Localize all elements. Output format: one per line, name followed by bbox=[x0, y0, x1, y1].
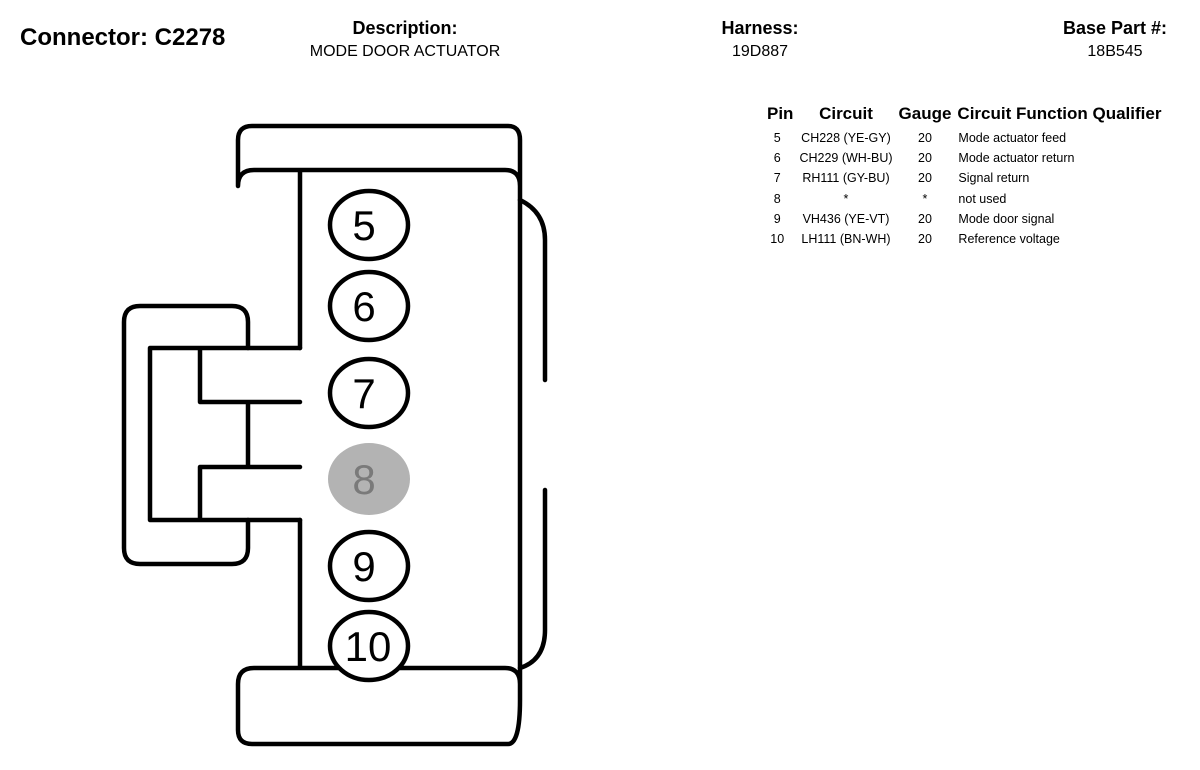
cell-gauge: 20 bbox=[918, 171, 932, 186]
cell-gauge: 20 bbox=[918, 211, 932, 226]
cell-gauge: 20 bbox=[918, 232, 932, 247]
cell-function: Mode door signal bbox=[958, 211, 1055, 226]
pin-cavity-5: 5 bbox=[327, 188, 411, 262]
cell-circuit: CH228 (YE-GY) bbox=[801, 131, 891, 145]
pin-table: Pin Circuit Gauge Circuit Function Quali… bbox=[764, 104, 1164, 249]
latch-outer bbox=[121, 303, 251, 567]
pin-label-5: 5 bbox=[352, 202, 375, 249]
connector-housing bbox=[121, 123, 548, 747]
cell-function: Signal return bbox=[958, 171, 1030, 186]
pin-cavity-outline bbox=[327, 529, 411, 603]
cell-circuit: LH111 (BN-WH) bbox=[801, 232, 891, 247]
pin-label-8: 8 bbox=[352, 456, 375, 503]
cell-pin: 8 bbox=[773, 191, 781, 206]
pin-cavity-8-unused: 8 bbox=[328, 443, 410, 515]
pin-label-10: 10 bbox=[345, 623, 392, 670]
cell-circuit: VH436 (YE-VT) bbox=[802, 211, 890, 226]
table-row: 10 LH111 (BN-WH) 20 Reference voltage bbox=[764, 229, 1164, 249]
col-header-circuit: Circuit bbox=[819, 104, 873, 123]
cell-circuit: CH229 (WH-BU) bbox=[799, 151, 893, 166]
cell-pin: 10 bbox=[770, 232, 785, 247]
cell-function: Mode actuator feed bbox=[958, 131, 1067, 145]
pin-cavity-6: 6 bbox=[327, 269, 411, 343]
base-part-value: 18B545 bbox=[1087, 43, 1143, 60]
table-row: 9 VH436 (YE-VT) 20 Mode door signal bbox=[764, 209, 1164, 229]
pin-label-9: 9 bbox=[352, 543, 375, 590]
cell-circuit: * bbox=[843, 191, 849, 206]
cell-function: Mode actuator return bbox=[958, 151, 1075, 166]
col-header-gauge: Gauge bbox=[898, 104, 952, 123]
cell-function: Reference voltage bbox=[958, 232, 1060, 247]
cell-gauge: * bbox=[922, 191, 928, 206]
table-row: 8 * * not used bbox=[764, 189, 1164, 209]
pin-cavity-outline bbox=[327, 356, 411, 430]
base-part-block: Base Part #: 18B545 bbox=[1030, 17, 1200, 65]
description-value: MODE DOOR ACTUATOR bbox=[309, 43, 501, 60]
pin-cavity-outline bbox=[327, 269, 411, 343]
pin-cavity-9: 9 bbox=[327, 529, 411, 603]
pin-table-header: Pin Circuit Gauge Circuit Function Quali… bbox=[764, 104, 1164, 128]
col-header-function: Circuit Function Qualifier bbox=[957, 104, 1162, 123]
cell-gauge: 20 bbox=[918, 151, 932, 166]
description-block: Description: MODE DOOR ACTUATOR bbox=[260, 17, 550, 65]
pin-cavity-outline bbox=[327, 188, 411, 262]
cell-pin: 6 bbox=[773, 151, 781, 166]
harness-value: 19D887 bbox=[731, 43, 789, 60]
housing-top-rim bbox=[235, 123, 523, 747]
latch-inner bbox=[147, 345, 303, 523]
pin-cavity-unused-fill bbox=[328, 443, 410, 515]
cell-circuit: RH111 (GY-BU) bbox=[802, 171, 890, 186]
pin-label-7: 7 bbox=[352, 370, 375, 417]
col-header-pin: Pin bbox=[767, 104, 794, 123]
pin-label-6: 6 bbox=[352, 283, 375, 330]
harness-block: Harness: 19D887 bbox=[680, 17, 840, 65]
cell-function: not used bbox=[958, 191, 1007, 206]
connector-title: Connector: C2278 bbox=[20, 24, 226, 51]
table-row: 7 RH111 (GY-BU) 20 Signal return bbox=[764, 168, 1164, 188]
pin-cavity-10: 10 bbox=[327, 609, 411, 683]
description-label: Description: bbox=[352, 18, 458, 38]
pin-cavity-outline bbox=[327, 609, 411, 683]
cell-pin: 5 bbox=[773, 131, 781, 145]
harness-label: Harness: bbox=[721, 18, 799, 38]
table-row: 6 CH229 (WH-BU) 20 Mode actuator return bbox=[764, 148, 1164, 168]
table-row: 5 CH228 (YE-GY) 20 Mode actuator feed bbox=[764, 128, 1164, 148]
cell-pin: 9 bbox=[773, 211, 781, 226]
cell-gauge: 20 bbox=[918, 131, 932, 145]
pin-cavity-7: 7 bbox=[327, 356, 411, 430]
housing-right-bump bbox=[517, 197, 548, 671]
base-part-label: Base Part #: bbox=[1062, 18, 1168, 38]
cell-pin: 7 bbox=[773, 171, 781, 186]
